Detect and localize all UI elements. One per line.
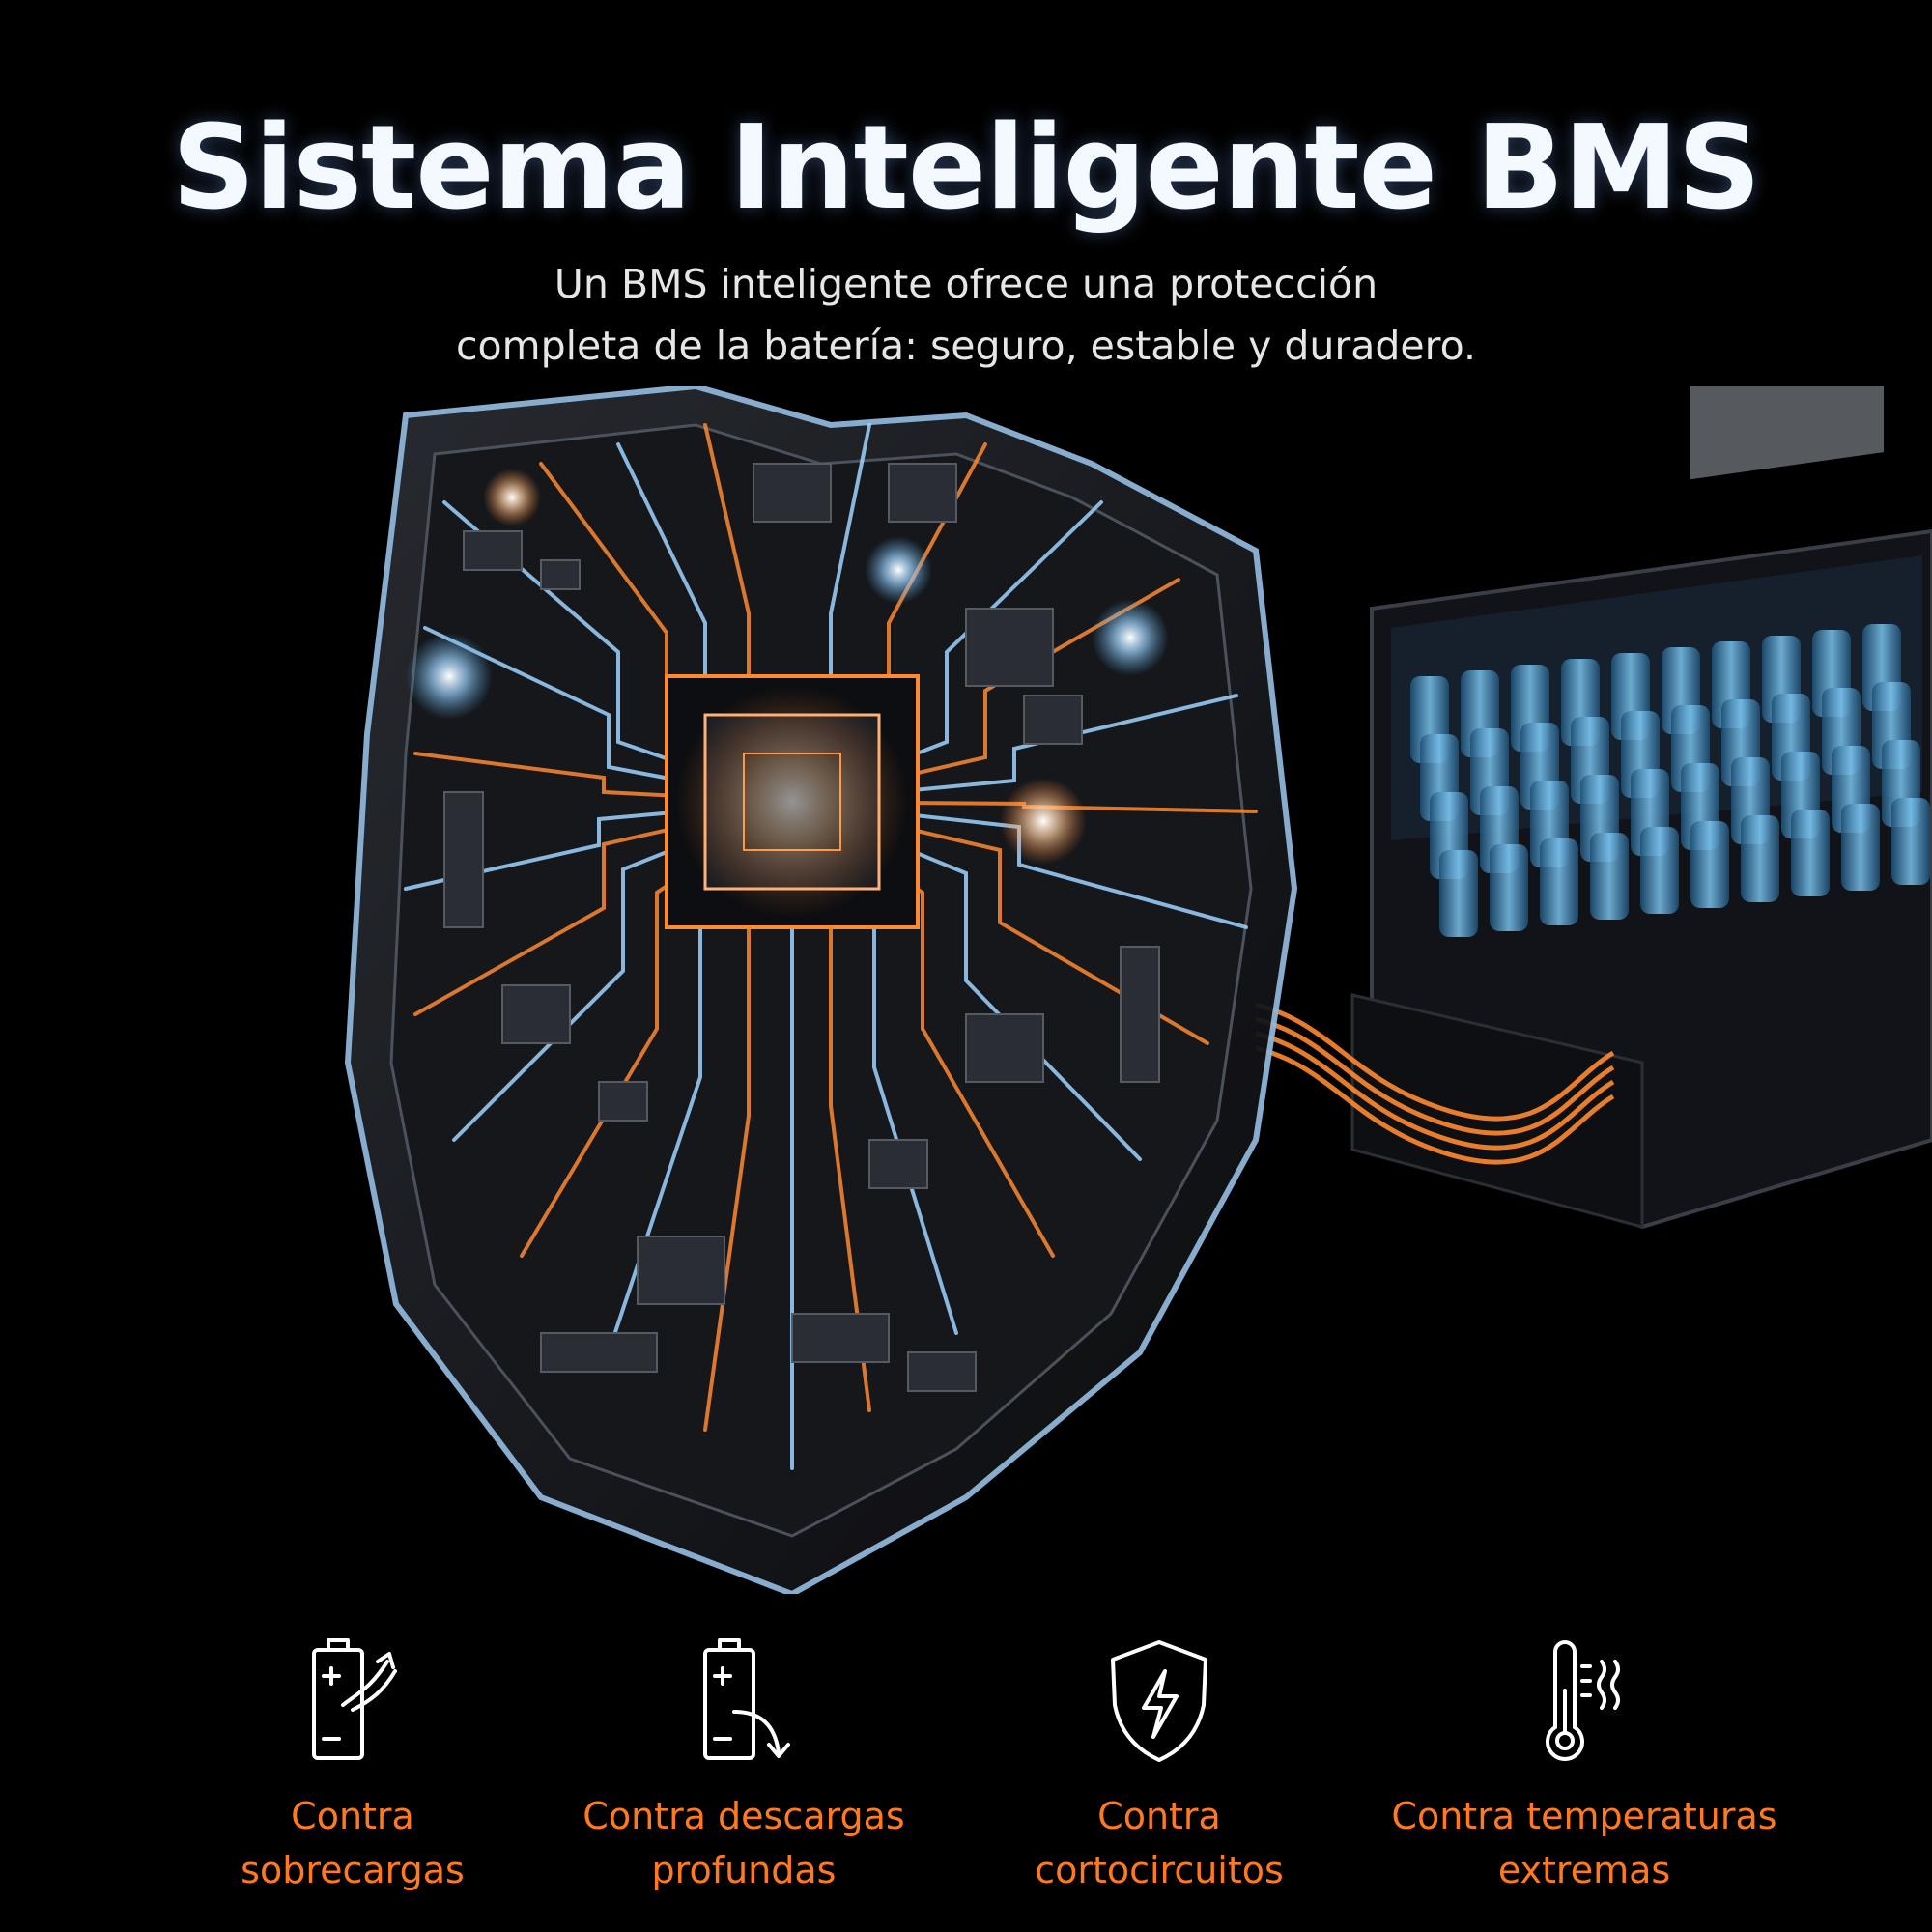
board-component	[501, 984, 571, 1044]
battery-cell	[1690, 821, 1729, 908]
thermometer-heat-icon	[1546, 1640, 1620, 1761]
feature-temperature-line-1: Contra temperaturas	[1391, 1795, 1777, 1837]
battery-pack	[1350, 386, 1932, 1230]
cable-bundle	[1255, 1002, 1615, 1165]
board-component	[965, 608, 1054, 687]
feature-overcharge: Contra sobrecargas	[150, 1633, 555, 1897]
feature-short-circuit-line-2: cortocircuitos	[1035, 1849, 1284, 1891]
shield-lightning-icon	[1111, 1640, 1208, 1762]
board-component	[965, 1013, 1044, 1083]
board-component	[888, 463, 957, 523]
battery-cell	[1741, 815, 1779, 902]
bms-shield-illustration	[344, 386, 1932, 1594]
feature-short-circuit-line-1: Contra	[1097, 1795, 1221, 1837]
battery-deep-discharge-icon	[703, 1638, 790, 1760]
board-component	[1120, 946, 1160, 1083]
battery-cell	[1490, 844, 1528, 931]
feature-temperature-label: Contra temperaturas extremas	[1381, 1789, 1787, 1897]
board-component	[637, 1236, 725, 1305]
feature-deep-discharge: Contra descargas profundas	[541, 1633, 947, 1897]
page-title: Sistema Inteligente BMS	[171, 101, 1761, 236]
board-component	[907, 1351, 977, 1392]
feature-overcharge-line-2: sobrecargas	[241, 1849, 465, 1891]
battery-cell	[1841, 804, 1880, 891]
feature-deep-discharge-line-1: Contra descargas	[582, 1795, 905, 1837]
page-subtitle: Un BMS inteligente ofrece una protección…	[0, 253, 1932, 377]
battery-cell	[1590, 833, 1629, 920]
battery-cell	[1540, 838, 1578, 925]
battery-cell	[1891, 798, 1930, 885]
central-chip	[665, 674, 920, 929]
board-component	[1023, 695, 1083, 745]
feature-deep-discharge-line-2: profundas	[651, 1849, 837, 1891]
board-component	[463, 530, 523, 571]
board-component	[868, 1139, 928, 1189]
feature-temperature: Contra temperaturas extremas	[1381, 1633, 1787, 1897]
board-component	[443, 791, 484, 928]
battery-cell	[1640, 827, 1679, 914]
battery-cell	[1791, 810, 1830, 896]
feature-temperature-line-2: extremas	[1497, 1849, 1671, 1891]
feature-overcharge-line-1: Contra	[291, 1795, 414, 1837]
feature-short-circuit-label: Contra cortocircuitos	[956, 1789, 1362, 1897]
subtitle-line-1: Un BMS inteligente ofrece una protección	[554, 261, 1378, 307]
board-component	[598, 1081, 648, 1122]
battery-overcharge-icon	[312, 1638, 397, 1760]
feature-list: Contra sobrecargas Contra descargas prof…	[0, 1633, 1932, 1903]
battery-cell	[1439, 850, 1478, 937]
board-component	[753, 463, 832, 523]
board-component	[540, 1332, 658, 1373]
feature-deep-discharge-label: Contra descargas profundas	[541, 1789, 947, 1897]
feature-overcharge-label: Contra sobrecargas	[150, 1789, 555, 1897]
board-component	[791, 1313, 890, 1363]
subtitle-line-2: completa de la batería: seguro, estable …	[456, 323, 1476, 369]
board-component	[540, 559, 581, 590]
feature-short-circuit: Contra cortocircuitos	[956, 1633, 1362, 1897]
